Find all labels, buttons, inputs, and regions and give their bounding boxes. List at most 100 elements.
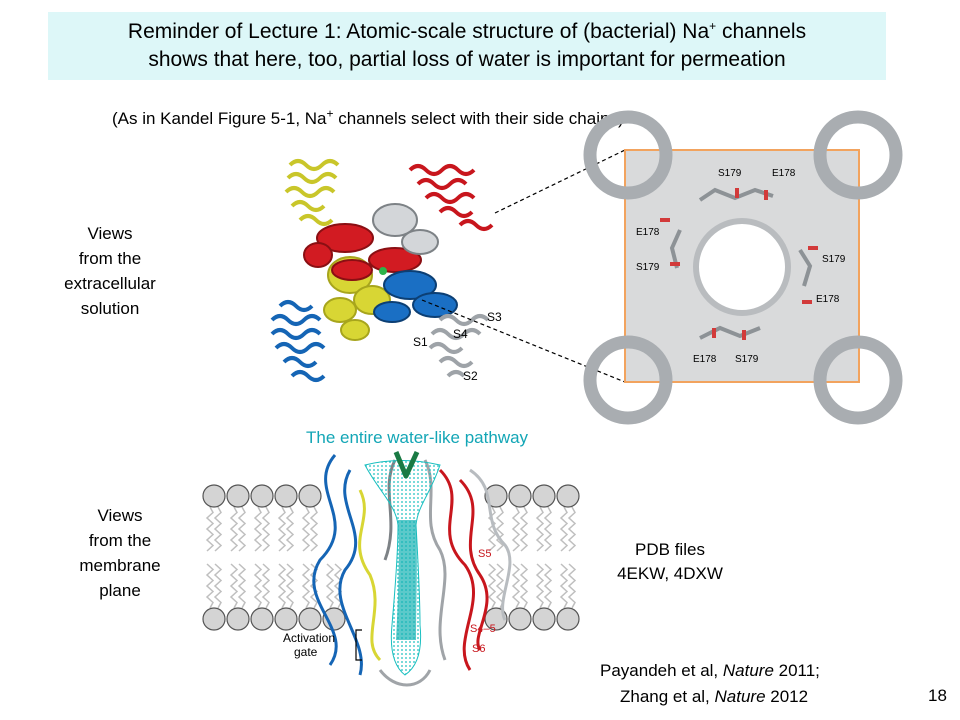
lipid-tail bbox=[495, 563, 505, 609]
helix-tube bbox=[583, 335, 673, 425]
lipid-tail bbox=[309, 506, 319, 552]
lipid-tail bbox=[535, 506, 545, 552]
lipid-tail bbox=[213, 506, 223, 552]
lipid-tail bbox=[301, 563, 311, 609]
helix-tube bbox=[813, 335, 903, 425]
label-s1: S1 bbox=[413, 335, 428, 349]
lipid-heads-lower bbox=[202, 607, 580, 631]
residue-label: E178 bbox=[816, 294, 840, 305]
membrane-view-label: Views from the membrane plane bbox=[79, 506, 161, 600]
lipid-tail bbox=[205, 563, 215, 609]
lipid-head bbox=[298, 484, 322, 508]
residue-label: S179 bbox=[735, 354, 759, 365]
label-s6: S6 bbox=[472, 643, 485, 655]
blue-domain bbox=[270, 270, 458, 382]
lipid-tail bbox=[559, 563, 569, 609]
lipid-tail bbox=[519, 563, 529, 609]
lipid-tail bbox=[261, 506, 271, 552]
helix-tube bbox=[583, 110, 673, 200]
lipid-tail bbox=[213, 563, 223, 609]
lipid-tail bbox=[237, 563, 247, 609]
label-s4: S4 bbox=[453, 327, 468, 341]
lipid-tail bbox=[559, 506, 569, 552]
lipid-head bbox=[250, 484, 274, 508]
lipid-head bbox=[298, 607, 322, 631]
lipid-tail bbox=[205, 506, 215, 552]
lipid-tail bbox=[567, 506, 577, 552]
lipid-head bbox=[508, 484, 532, 508]
residue-label: E178 bbox=[693, 354, 717, 365]
lipid-head bbox=[274, 484, 298, 508]
lipid-tail bbox=[511, 506, 521, 552]
selectivity-filter-inset: S179 E178 E178 S179 S179 E178 E178 S179 bbox=[583, 110, 903, 425]
lipid-tail bbox=[511, 563, 521, 609]
title-line-1: Reminder of Lecture 1: Atomic-scale stru… bbox=[127, 19, 807, 43]
lipid-tail bbox=[543, 563, 553, 609]
lipid-tail bbox=[277, 563, 287, 609]
lipid-tail bbox=[487, 563, 497, 609]
lipid-head bbox=[508, 607, 532, 631]
label-s2: S2 bbox=[463, 369, 478, 383]
activation-gate-label-2: gate bbox=[294, 645, 318, 659]
pathway-arrow bbox=[393, 450, 420, 479]
lipid-tail bbox=[535, 563, 545, 609]
lipid-tail bbox=[325, 563, 335, 609]
page-number: 18 bbox=[928, 686, 947, 705]
lipid-tail bbox=[229, 563, 239, 609]
lipid-head bbox=[532, 484, 556, 508]
label-s3: S3 bbox=[487, 310, 502, 324]
lipid-tail bbox=[285, 506, 295, 552]
lipid-head bbox=[532, 607, 556, 631]
zoom-line-top bbox=[494, 149, 626, 214]
activation-gate-bracket bbox=[355, 629, 362, 661]
red-domain bbox=[303, 164, 494, 281]
label-s4-5: S4–5 bbox=[470, 623, 496, 635]
residue-label: E178 bbox=[636, 227, 660, 238]
lipid-head bbox=[250, 607, 274, 631]
lipid-heads-upper bbox=[202, 484, 580, 508]
oxygen-atoms bbox=[660, 188, 818, 340]
lipid-head bbox=[202, 484, 226, 508]
lipid-tail bbox=[567, 563, 577, 609]
label-s5: S5 bbox=[478, 548, 491, 560]
lipid-tail bbox=[543, 506, 553, 552]
lipid-tail bbox=[237, 506, 247, 552]
lipid-tail bbox=[301, 506, 311, 552]
title-banner: Reminder of Lecture 1: Atomic-scale stru… bbox=[48, 12, 886, 80]
membrane-side-view: S5 S4–5 S6 Activation gate bbox=[202, 450, 580, 687]
residue-label: E178 bbox=[772, 168, 796, 179]
lipid-head bbox=[484, 484, 508, 508]
residue-label: S179 bbox=[822, 254, 846, 265]
lipid-tail bbox=[253, 563, 263, 609]
water-pathway-label: The entire water-like pathway bbox=[306, 428, 529, 447]
activation-gate-label-1: Activation bbox=[283, 631, 335, 645]
gray-domain bbox=[372, 203, 490, 378]
lipid-head bbox=[226, 484, 250, 508]
subtitle-caption: (As in Kandel Figure 5-1, Na+ channels s… bbox=[112, 106, 624, 128]
lipid-tail bbox=[487, 506, 497, 552]
lipid-tail bbox=[253, 506, 263, 552]
lipid-head bbox=[556, 484, 580, 508]
lipid-tail bbox=[261, 563, 271, 609]
lipid-tail bbox=[277, 506, 287, 552]
lipid-head bbox=[274, 607, 298, 631]
channel-top-view-structure: S3 S4 S1 S2 bbox=[270, 159, 502, 383]
lipid-tail bbox=[285, 563, 295, 609]
lipid-tail bbox=[333, 563, 343, 609]
references: Payandeh et al, Nature 2011; Zhang et al… bbox=[600, 661, 820, 706]
lipid-head bbox=[556, 607, 580, 631]
extracellular-view-label: Views from the extracellular solution bbox=[64, 224, 156, 318]
lipid-tail bbox=[519, 506, 529, 552]
residue-label: S179 bbox=[718, 168, 742, 179]
water-pathway-core bbox=[396, 520, 417, 640]
title-line-2: shows that here, too, partial loss of wa… bbox=[148, 48, 786, 71]
pdb-files-label: PDB files 4EKW, 4DXW bbox=[617, 540, 723, 583]
residue-label: S179 bbox=[636, 262, 660, 273]
channel-side-ribbons bbox=[312, 454, 512, 687]
lipid-head bbox=[226, 607, 250, 631]
lipid-tail bbox=[495, 506, 505, 552]
ion-sphere bbox=[379, 267, 387, 275]
helix-tube bbox=[813, 110, 903, 200]
pore-opening bbox=[693, 218, 791, 316]
